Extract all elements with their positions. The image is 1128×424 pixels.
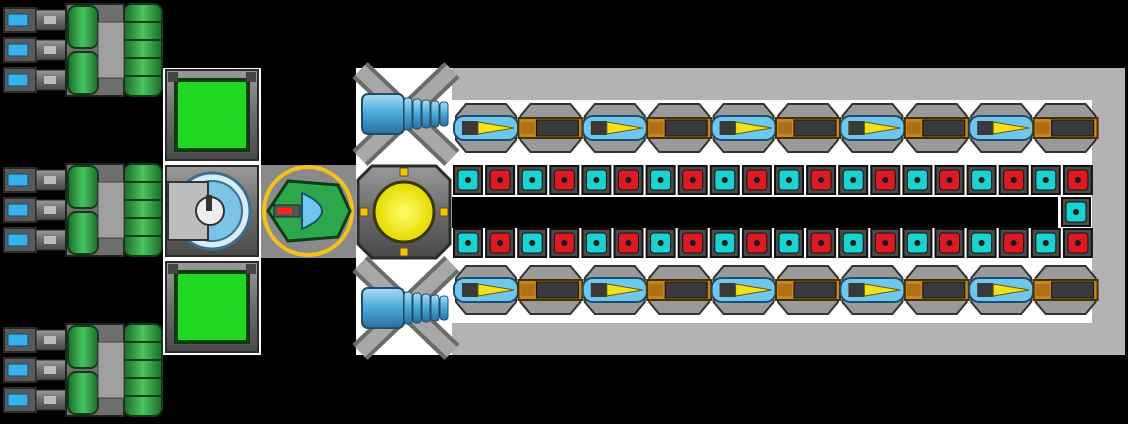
laser-turret[interactable] <box>839 265 906 315</box>
thruster-nozzle <box>3 197 67 223</box>
belt-channel <box>452 197 1058 228</box>
thruster-group[interactable] <box>3 163 163 257</box>
red-ammo <box>485 228 516 258</box>
cyan-ammo <box>774 165 804 195</box>
cyan-ammo <box>838 228 869 258</box>
thruster-nozzle <box>3 357 67 383</box>
red-ammo <box>934 165 965 195</box>
railgun-turret[interactable] <box>646 103 713 153</box>
red-ammo <box>549 165 580 195</box>
laser-turret[interactable] <box>581 103 648 153</box>
thruster-nozzle <box>3 37 67 63</box>
cyan-ammo <box>902 165 933 195</box>
red-ammo <box>806 165 837 195</box>
ammo-belt-layer <box>453 165 1093 258</box>
railgun-turret[interactable] <box>903 103 970 153</box>
cyan-ammo <box>1030 228 1061 258</box>
red-ammo <box>485 165 516 195</box>
laser-turret[interactable] <box>581 265 648 315</box>
reactor-core[interactable] <box>356 164 452 260</box>
thruster-group[interactable] <box>3 3 163 97</box>
module-layer <box>165 62 460 360</box>
fuel-tank <box>65 3 163 97</box>
cyan-ammo <box>645 228 676 258</box>
laser-turret[interactable] <box>968 103 1035 153</box>
red-ammo <box>549 228 580 258</box>
red-ammo <box>806 228 837 258</box>
railgun-turret[interactable] <box>517 103 584 153</box>
cyan-ammo <box>517 165 548 195</box>
cyan-ammo <box>581 165 612 195</box>
railgun-turret[interactable] <box>903 265 970 315</box>
red-ammo <box>998 228 1029 258</box>
laser-turret[interactable] <box>710 103 777 153</box>
red-ammo <box>870 228 901 258</box>
red-ammo <box>741 228 772 258</box>
cyan-ammo <box>1061 197 1091 227</box>
cyan-ammo <box>966 228 997 258</box>
red-ammo <box>998 165 1029 195</box>
cyan-ammo <box>517 228 548 258</box>
railgun-turret[interactable] <box>775 265 841 315</box>
thruster-nozzle <box>3 227 67 253</box>
thruster-nozzle <box>3 7 67 33</box>
cyan-ammo <box>902 228 933 258</box>
cyan-ammo <box>645 165 676 195</box>
weapon-layer <box>453 103 1099 315</box>
cyan-ammo <box>774 228 804 258</box>
cyan-ammo <box>453 228 483 258</box>
red-ammo <box>1062 165 1093 195</box>
thruster-layer <box>3 3 163 417</box>
cyan-ammo <box>453 165 483 195</box>
heavy-cannon[interactable] <box>352 256 460 360</box>
laser-turret[interactable] <box>710 265 777 315</box>
laser-turret[interactable] <box>839 103 906 153</box>
laser-turret[interactable] <box>968 265 1035 315</box>
railgun-turret[interactable] <box>1032 265 1099 315</box>
thruster-nozzle <box>3 67 67 93</box>
cyan-ammo <box>709 228 740 258</box>
cyan-ammo <box>838 165 869 195</box>
thruster-group[interactable] <box>3 323 163 417</box>
railgun-turret[interactable] <box>646 265 713 315</box>
fuel-tank <box>65 323 163 417</box>
cyan-ammo <box>1030 165 1061 195</box>
cyan-ammo <box>966 165 997 195</box>
heavy-cannon[interactable] <box>352 62 460 166</box>
power-generator[interactable] <box>165 69 259 161</box>
power-generator[interactable] <box>165 261 259 353</box>
red-ammo <box>741 165 772 195</box>
shield-projector[interactable] <box>165 165 259 257</box>
cockpit[interactable] <box>262 165 354 257</box>
red-ammo <box>613 228 644 258</box>
railgun-turret[interactable] <box>1032 103 1099 153</box>
cyan-ammo <box>581 228 612 258</box>
thruster-nozzle <box>3 327 67 353</box>
red-ammo <box>677 165 708 195</box>
fuel-tank <box>65 163 163 257</box>
thruster-nozzle <box>3 387 67 413</box>
railgun-turret[interactable] <box>775 103 841 153</box>
laser-turret[interactable] <box>453 103 519 153</box>
thruster-nozzle <box>3 167 67 193</box>
red-ammo <box>934 228 965 258</box>
railgun-turret[interactable] <box>517 265 584 315</box>
red-ammo <box>1062 228 1093 258</box>
cyan-ammo <box>709 165 740 195</box>
red-ammo <box>870 165 901 195</box>
red-ammo <box>677 228 708 258</box>
red-ammo <box>613 165 644 195</box>
laser-turret[interactable] <box>453 265 519 315</box>
